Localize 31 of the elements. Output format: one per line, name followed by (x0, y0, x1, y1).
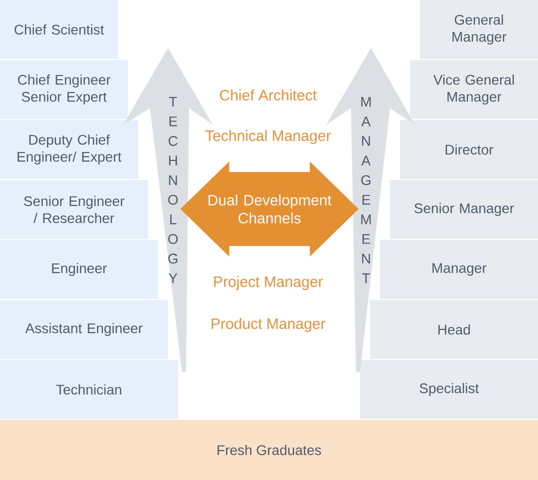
rank-box: Vice General Manager (410, 60, 538, 119)
node-label: Senior Engineer / Researcher (24, 196, 124, 224)
node-label: Head (438, 324, 470, 335)
rank-box: Director (400, 120, 538, 179)
node-label: Technician (56, 384, 122, 395)
rank-box: Chief Scientist (0, 0, 118, 59)
rank-box: Assistant Engineer (0, 300, 168, 359)
rank-box: Engineer (0, 240, 158, 299)
node-label: Chief Engineer Senior Expert (18, 74, 110, 105)
node-label: Manager (432, 263, 486, 276)
rank-box: Deputy Chief Engineer/ Expert (0, 120, 138, 179)
base-band: Fresh Graduates (0, 420, 538, 480)
rank-box: Senior Manager (390, 180, 538, 239)
node-label: Engineer (52, 262, 107, 276)
role-label: Product Manager (212, 318, 326, 332)
rank-box: Technician (0, 360, 178, 419)
node-label: Chief Scientist (14, 24, 104, 35)
node-label: Senior Manager (414, 202, 514, 216)
node-label: Director (446, 144, 494, 155)
rank-box: Manager (380, 240, 538, 299)
node-label: Specialist (420, 382, 479, 396)
rank-box: Chief Engineer Senior Expert (0, 60, 128, 119)
rank-box: Specialist (360, 360, 538, 419)
role-label: Chief Architect (220, 89, 317, 100)
node-label: General Manager (452, 14, 506, 45)
rank-box: Senior Engineer / Researcher (0, 180, 148, 239)
rank-box: General Manager (420, 0, 538, 59)
role-label: Project Manager (214, 276, 323, 290)
rank-box: Head (370, 300, 538, 359)
node-label: Vice General Manager (433, 74, 514, 105)
node-label: Deputy Chief Engineer/ Expert (18, 134, 122, 165)
